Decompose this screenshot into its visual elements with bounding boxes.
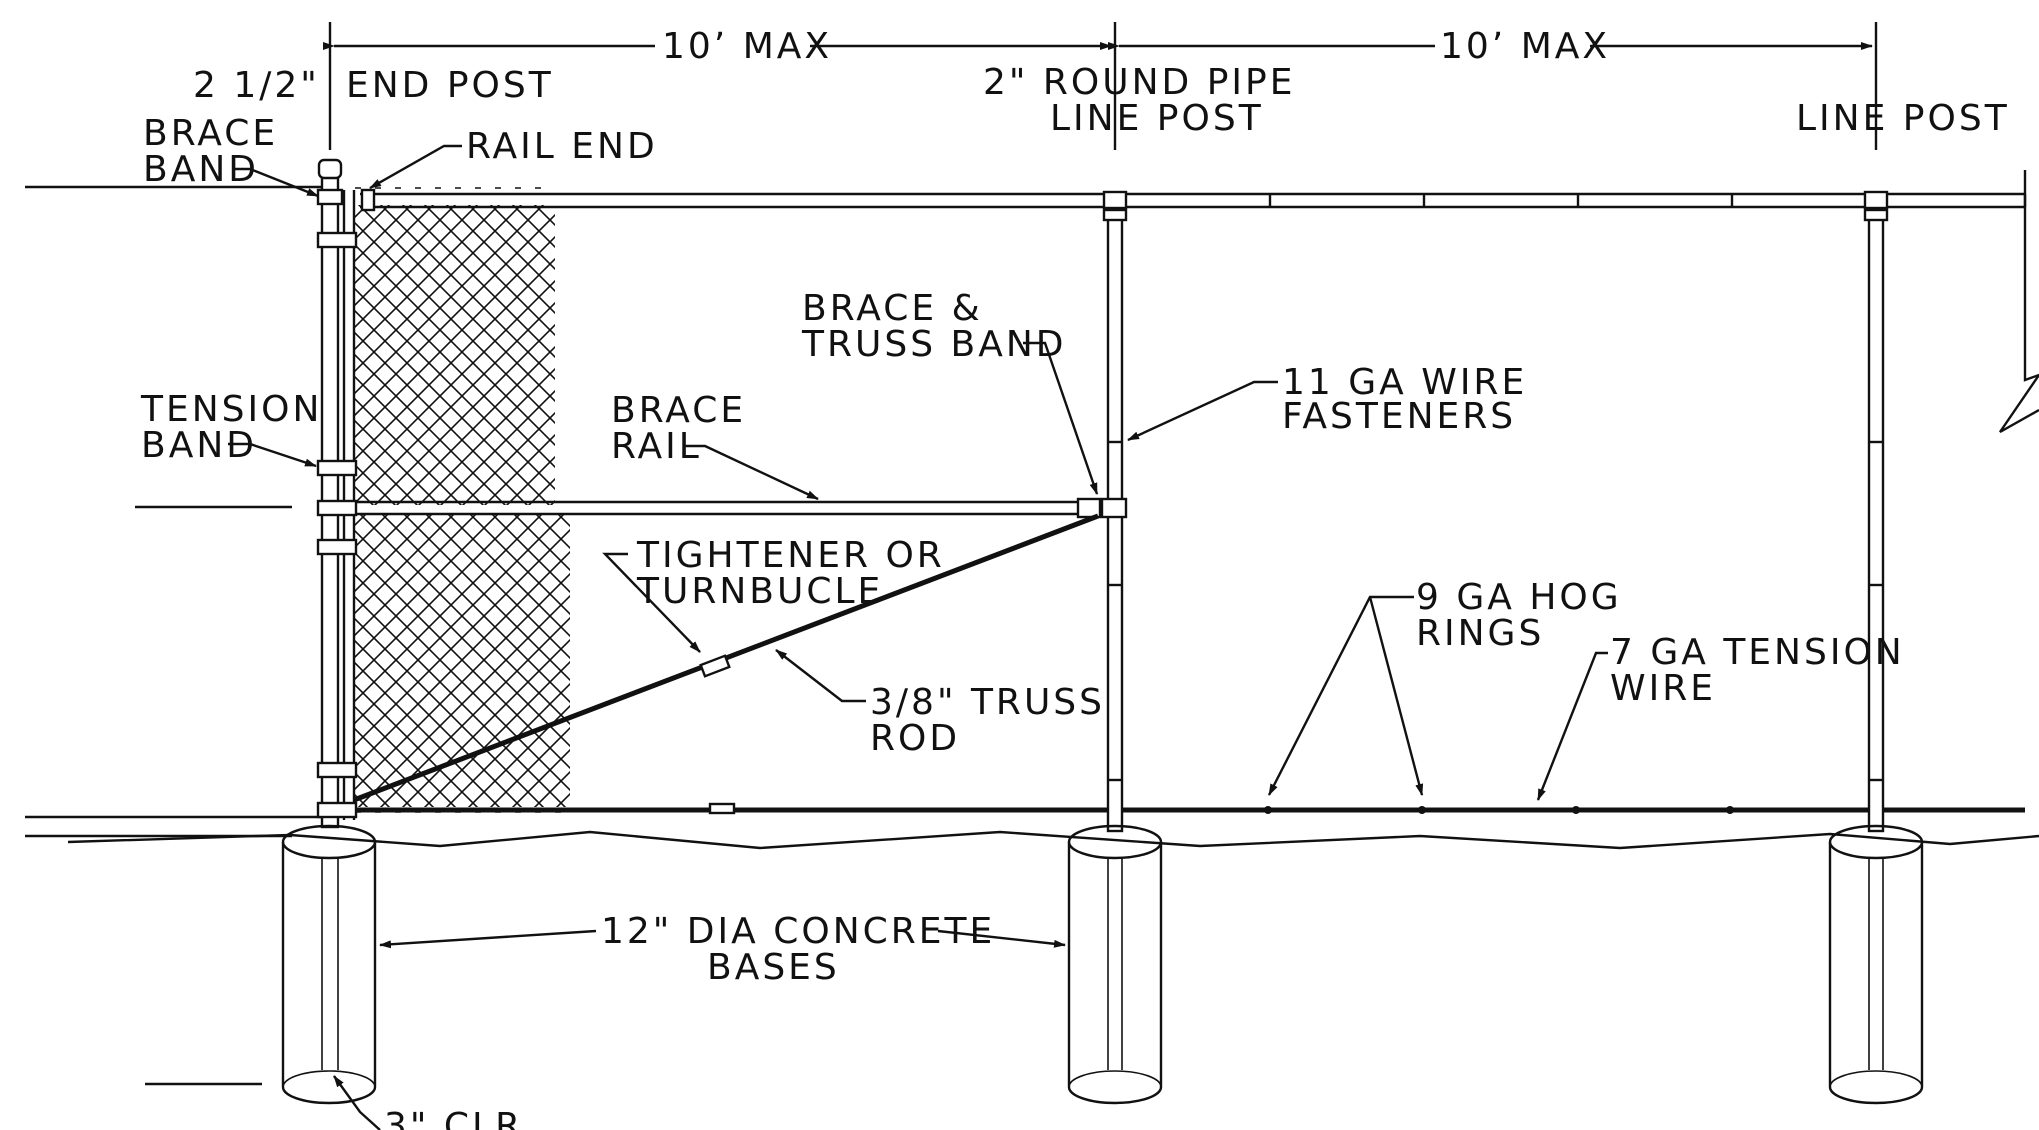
tightener-label-1: TIGHTENER OR xyxy=(636,535,945,576)
concrete-base-end xyxy=(281,824,377,1105)
brace-band-label-1: BRACE xyxy=(143,113,278,154)
tension-wire-label-1: 7 GA TENSION xyxy=(1610,632,1905,673)
end-post-label: END POST xyxy=(346,65,554,106)
dim-span-1: 10’ MAX xyxy=(662,26,832,67)
ground-line xyxy=(67,830,2039,850)
leader-lines xyxy=(228,144,1608,1130)
brace-band-label-2: BAND xyxy=(143,149,259,190)
tension-wire xyxy=(355,802,2025,815)
concrete-bases-label-2: BASES xyxy=(707,947,840,988)
truss-rod-label-2: ROD xyxy=(870,718,960,759)
reference-lines xyxy=(25,185,322,1086)
round-pipe-label-1: 2" ROUND PIPE xyxy=(983,62,1295,103)
brace-truss-band-label-1: BRACE & xyxy=(802,288,983,329)
hog-rings-label-1: 9 GA HOG xyxy=(1416,577,1622,618)
truss-rod-label-1: 3/8" TRUSS xyxy=(870,682,1105,723)
tension-band xyxy=(316,459,358,477)
concrete-base-middle xyxy=(1067,824,1163,1105)
dimension-lines xyxy=(323,22,1878,150)
brace-rail-label-2: RAIL xyxy=(611,426,702,467)
concrete-base-right xyxy=(1828,824,1924,1105)
tension-band-label-1: TENSION xyxy=(140,389,322,430)
brace-rail-label-1: BRACE xyxy=(611,390,746,431)
dim-span-2: 10’ MAX xyxy=(1440,26,1610,67)
clearance-label: 3" CLR xyxy=(384,1106,523,1130)
chain-link-fabric-lower xyxy=(355,515,570,807)
tension-wire-label-2: WIRE xyxy=(1610,668,1716,709)
chain-link-fabric-upper xyxy=(355,205,555,505)
line-post-middle xyxy=(1100,190,1128,833)
round-pipe-label-2: LINE POST xyxy=(1050,98,1264,139)
top-rail xyxy=(360,188,2027,212)
end-post-size-label: 2 1/2" xyxy=(193,65,320,106)
line-post-right xyxy=(1863,190,1889,833)
line-post-label: LINE POST xyxy=(1796,98,2010,139)
rail-end-label: RAIL END xyxy=(466,126,658,167)
tension-band-label-2: BAND xyxy=(141,425,257,466)
brace-band xyxy=(316,188,344,206)
hog-rings-label-2: RINGS xyxy=(1416,613,1544,654)
break-line xyxy=(1999,170,2039,434)
tightener-label-2: TURNBUCLE xyxy=(636,571,883,612)
brace-rail xyxy=(355,497,1102,519)
concrete-bases-label-1: 12" DIA CONCRETE xyxy=(601,911,995,952)
wire-fasteners-label-2: FASTENERS xyxy=(1282,396,1516,437)
tightener xyxy=(699,654,731,678)
wire-fasteners-label-1: 11 GA WIRE xyxy=(1282,362,1527,403)
end-post xyxy=(316,158,358,829)
truss-rod xyxy=(353,513,1099,803)
brace-truss-band-label-2: TRUSS BAND xyxy=(801,324,1066,365)
